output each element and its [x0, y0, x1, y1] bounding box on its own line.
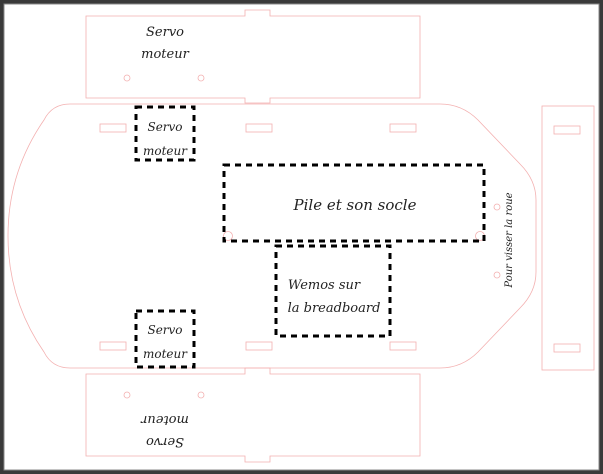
- side-strip-slot-bottom: [553, 343, 581, 353]
- wheel-hole-lower: [493, 271, 501, 279]
- chassis-slot-top-right: [389, 123, 417, 133]
- left-upper-servo-label-line1: Servo: [147, 120, 182, 134]
- chassis-slot-bottom-right: [389, 341, 417, 351]
- top-servo-bracket-outline: [85, 9, 421, 104]
- wheel-screw-note: Pour visser la roue: [504, 192, 515, 288]
- side-strip-slot-top: [553, 125, 581, 135]
- component-zones: [134, 105, 486, 369]
- battery-label: Pile et son socle: [293, 196, 417, 214]
- chassis-slot-bottom-mid: [245, 341, 273, 351]
- chassis-slot-bottom-left: [99, 341, 127, 351]
- bottom-servo-bracket-outline: [85, 367, 421, 463]
- bottom-servo-label-line2: moteur: [140, 412, 188, 427]
- battery-hole-left: [223, 231, 233, 241]
- left-upper-servo-label-line2: moteur: [143, 144, 188, 158]
- cut-lines: [7, 9, 595, 463]
- left-lower-servo-label-line2: moteur: [143, 347, 188, 361]
- bottom-bracket-hole-right: [197, 391, 205, 399]
- chassis-slot-top-left: [99, 123, 127, 133]
- wheel-hole-upper: [493, 203, 501, 211]
- left-lower-servo-label-line1: Servo: [147, 323, 182, 337]
- top-servo-label-line2: moteur: [141, 47, 189, 62]
- wemos-label-line2: la breadboard: [288, 301, 381, 316]
- sheet-background: [3, 3, 600, 471]
- top-servo-label-line1: Servo: [146, 25, 184, 40]
- left-lower-servo-zone: [134, 309, 196, 369]
- side-strip-outline: [541, 105, 595, 371]
- battery-zone: [222, 163, 486, 243]
- chassis-outline: [7, 103, 537, 369]
- bottom-servo-label-line1: Servo: [146, 434, 184, 449]
- chassis-slot-top-mid: [245, 123, 273, 133]
- wemos-zone: [274, 244, 392, 338]
- top-bracket-hole-left: [123, 74, 131, 82]
- top-bracket-hole-right: [197, 74, 205, 82]
- wemos-label-line1: Wemos sur: [288, 278, 361, 293]
- bottom-bracket-hole-left: [123, 391, 131, 399]
